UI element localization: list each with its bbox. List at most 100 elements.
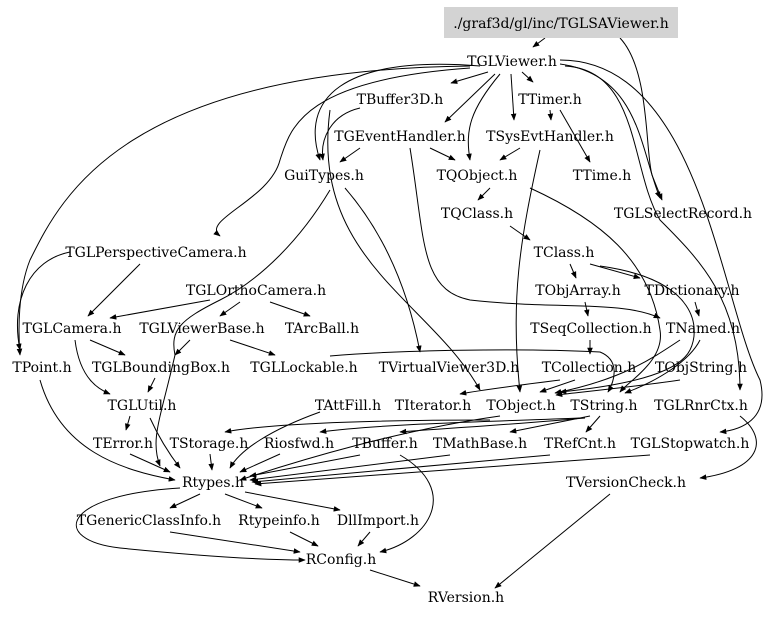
edge-tglviewer-tglperspective	[213, 67, 471, 237]
node-tgenericclassinfo[interactable]: TGenericClassInfo.h	[77, 513, 221, 529]
node-ttime[interactable]: TTime.h	[573, 168, 631, 184]
edge-tversioncheck-rversion	[494, 493, 611, 589]
node-labels: ./graf3d/gl/inc/TGLSAViewer.h TGLViewer.…	[12, 16, 752, 606]
node-tglrnrctx[interactable]: TGLRnrCtx.h	[654, 398, 748, 414]
node-tglperspectivecamera[interactable]: TGLPerspectiveCamera.h	[65, 245, 246, 261]
node-tcollection[interactable]: TCollection.h	[542, 360, 637, 376]
node-tglviewer[interactable]: TGLViewer.h	[467, 54, 557, 70]
edge-ttimer-ttime	[559, 109, 591, 163]
edge-tglorthocamera-tglcamera	[109, 299, 211, 320]
edge-rtypes-tgenericclassinfo	[169, 493, 201, 509]
edge-tqobject-tqclass	[477, 187, 491, 201]
edge-tglviewer-ttimer	[521, 71, 534, 83]
node-guitypes[interactable]: GuiTypes.h	[284, 168, 364, 184]
node-tglcamera[interactable]: TGLCamera.h	[23, 321, 122, 337]
edge-tclass-tdictionary	[589, 263, 641, 279]
node-ttimer[interactable]: TTimer.h	[518, 92, 582, 108]
node-tobjstring[interactable]: TObjString.h	[655, 360, 747, 376]
node-rversion[interactable]: RVersion.h	[428, 590, 504, 606]
edge-tglviewer-guitypes	[314, 63, 481, 161]
node-tclass[interactable]: TClass.h	[534, 245, 595, 261]
edge-tqclass-tclass	[509, 225, 531, 241]
node-tqobject[interactable]: TQObject.h	[437, 168, 518, 184]
node-riosfwd[interactable]: Riosfwd.h	[264, 436, 334, 452]
node-tobjarray[interactable]: TObjArray.h	[535, 283, 620, 299]
node-tversioncheck[interactable]: TVersionCheck.h	[566, 475, 686, 491]
edge-tmathbase-rtypes	[249, 454, 451, 482]
node-tarcball[interactable]: TArcBall.h	[285, 321, 359, 337]
node-tglutil[interactable]: TGLUtil.h	[108, 398, 177, 414]
edge-tglrnrctx-tversioncheck	[699, 415, 757, 480]
node-tnamed[interactable]: TNamed.h	[666, 321, 740, 337]
node-tstring[interactable]: TString.h	[570, 398, 637, 414]
node-tattfill[interactable]: TAttFill.h	[315, 398, 381, 414]
node-tglstopwatch[interactable]: TGLStopwatch.h	[631, 436, 750, 452]
edge-rconfig-rversion	[369, 569, 421, 587]
node-dllimport[interactable]: DllImport.h	[337, 513, 419, 529]
edge-tgenericclassinfo-rconfig	[169, 531, 301, 554]
edge-tgeventhandler-guitypes	[339, 147, 361, 163]
edge-tdictionary-tnamed	[694, 301, 700, 317]
edge-tglorthocamera-tarcball	[269, 301, 311, 317]
edge-rtypeinfo-rconfig	[289, 531, 319, 547]
node-tstorage[interactable]: TStorage.h	[170, 436, 249, 452]
edge-tnamed-tstring	[624, 339, 701, 394]
node-tgeventhandler[interactable]: TGEventHandler.h	[334, 129, 466, 145]
edge-tobjarray-tseqcollection	[583, 301, 590, 317]
edge-ttimer-tsysevthandler	[547, 109, 554, 121]
edge-tbuffer-rconfig	[379, 454, 434, 554]
node-tglselectrecord[interactable]: TGLSelectRecord.h	[614, 206, 752, 222]
edge-tsysevthandler-tqobject	[499, 147, 521, 161]
node-tmathbase[interactable]: TMathBase.h	[433, 436, 527, 452]
edge-tcollection-tobject	[539, 379, 576, 393]
node-rconfig[interactable]: RConfig.h	[306, 552, 376, 568]
edge-tbuffer3d-tobject	[327, 109, 481, 391]
edge-guitypes-tvirtualviewer3d	[344, 187, 422, 353]
node-titerator[interactable]: TIterator.h	[395, 398, 472, 414]
edge-tglviewer-tglrnrctx	[564, 65, 743, 391]
node-tdictionary[interactable]: TDictionary.h	[645, 283, 740, 299]
node-tvirtualviewer3d[interactable]: TVirtualViewer3D.h	[379, 360, 520, 376]
node-tpoint[interactable]: TPoint.h	[12, 360, 71, 376]
edge-tglstopwatch-rtypes	[254, 454, 651, 487]
edge-trefcnt-rtypes	[251, 454, 551, 485]
node-tqclass[interactable]: TQClass.h	[441, 206, 513, 222]
node-tglorthocamera[interactable]: TGLOrthoCamera.h	[186, 283, 326, 299]
node-tbuffer[interactable]: TBuffer.h	[352, 436, 418, 452]
node-terror[interactable]: TError.h	[93, 436, 153, 452]
edge-tstring-trefcnt	[585, 415, 601, 433]
node-rtypes[interactable]: Rtypes.h	[182, 475, 244, 491]
edge-tcollection-titerator	[459, 379, 561, 396]
edge-tglviewer-tqobject	[466, 73, 501, 161]
edge-dllimport-rconfig	[357, 531, 371, 547]
edge-tglviewerbase-tgllockable	[229, 339, 276, 356]
edge-tclass-tobject	[559, 265, 695, 395]
node-tsysevthandler[interactable]: TSysEvtHandler.h	[486, 129, 614, 145]
edge-tbuffer3d-guitypes	[319, 107, 361, 161]
edge-tglutil-rtypes	[149, 417, 181, 469]
edge-tclass-tobjarray	[569, 263, 577, 279]
node-rtypeinfo[interactable]: Rtypeinfo.h	[238, 513, 320, 529]
edge-tglcamera-tglutil	[74, 339, 111, 395]
edge-tgeventhandler-tqobject	[429, 147, 456, 161]
edge-tglperspective-tpoint	[16, 251, 71, 351]
node-tglboundingbox[interactable]: TGLBoundingBox.h	[92, 360, 230, 376]
edge-tpoint-rtypes	[39, 379, 176, 482]
edge-terror-rtypes	[129, 453, 171, 473]
node-root[interactable]: ./graf3d/gl/inc/TGLSAViewer.h	[453, 16, 668, 32]
node-tgllockable[interactable]: TGLLockable.h	[250, 360, 357, 376]
edge-tglviewer-tbuffer3d	[450, 71, 489, 84]
node-trefcnt[interactable]: TRefCnt.h	[544, 436, 616, 452]
edge-tobject-tstorage	[224, 419, 491, 434]
edge-tbuffer-rtypes	[249, 454, 361, 478]
edge-tstring-riosfwd	[319, 417, 581, 434]
node-tseqcollection[interactable]: TSeqCollection.h	[530, 321, 651, 337]
node-tbuffer3d[interactable]: TBuffer3D.h	[357, 92, 444, 108]
node-tglviewerbase[interactable]: TGLViewerBase.h	[139, 321, 264, 337]
node-tobject[interactable]: TObject.h	[486, 398, 555, 414]
edge-tobjstring-tobject	[555, 379, 681, 398]
edge-rtypes-dllimport	[244, 491, 341, 512]
edge-root-tglviewer	[532, 37, 546, 48]
edge-tsysevthandler-tobject	[515, 149, 541, 393]
